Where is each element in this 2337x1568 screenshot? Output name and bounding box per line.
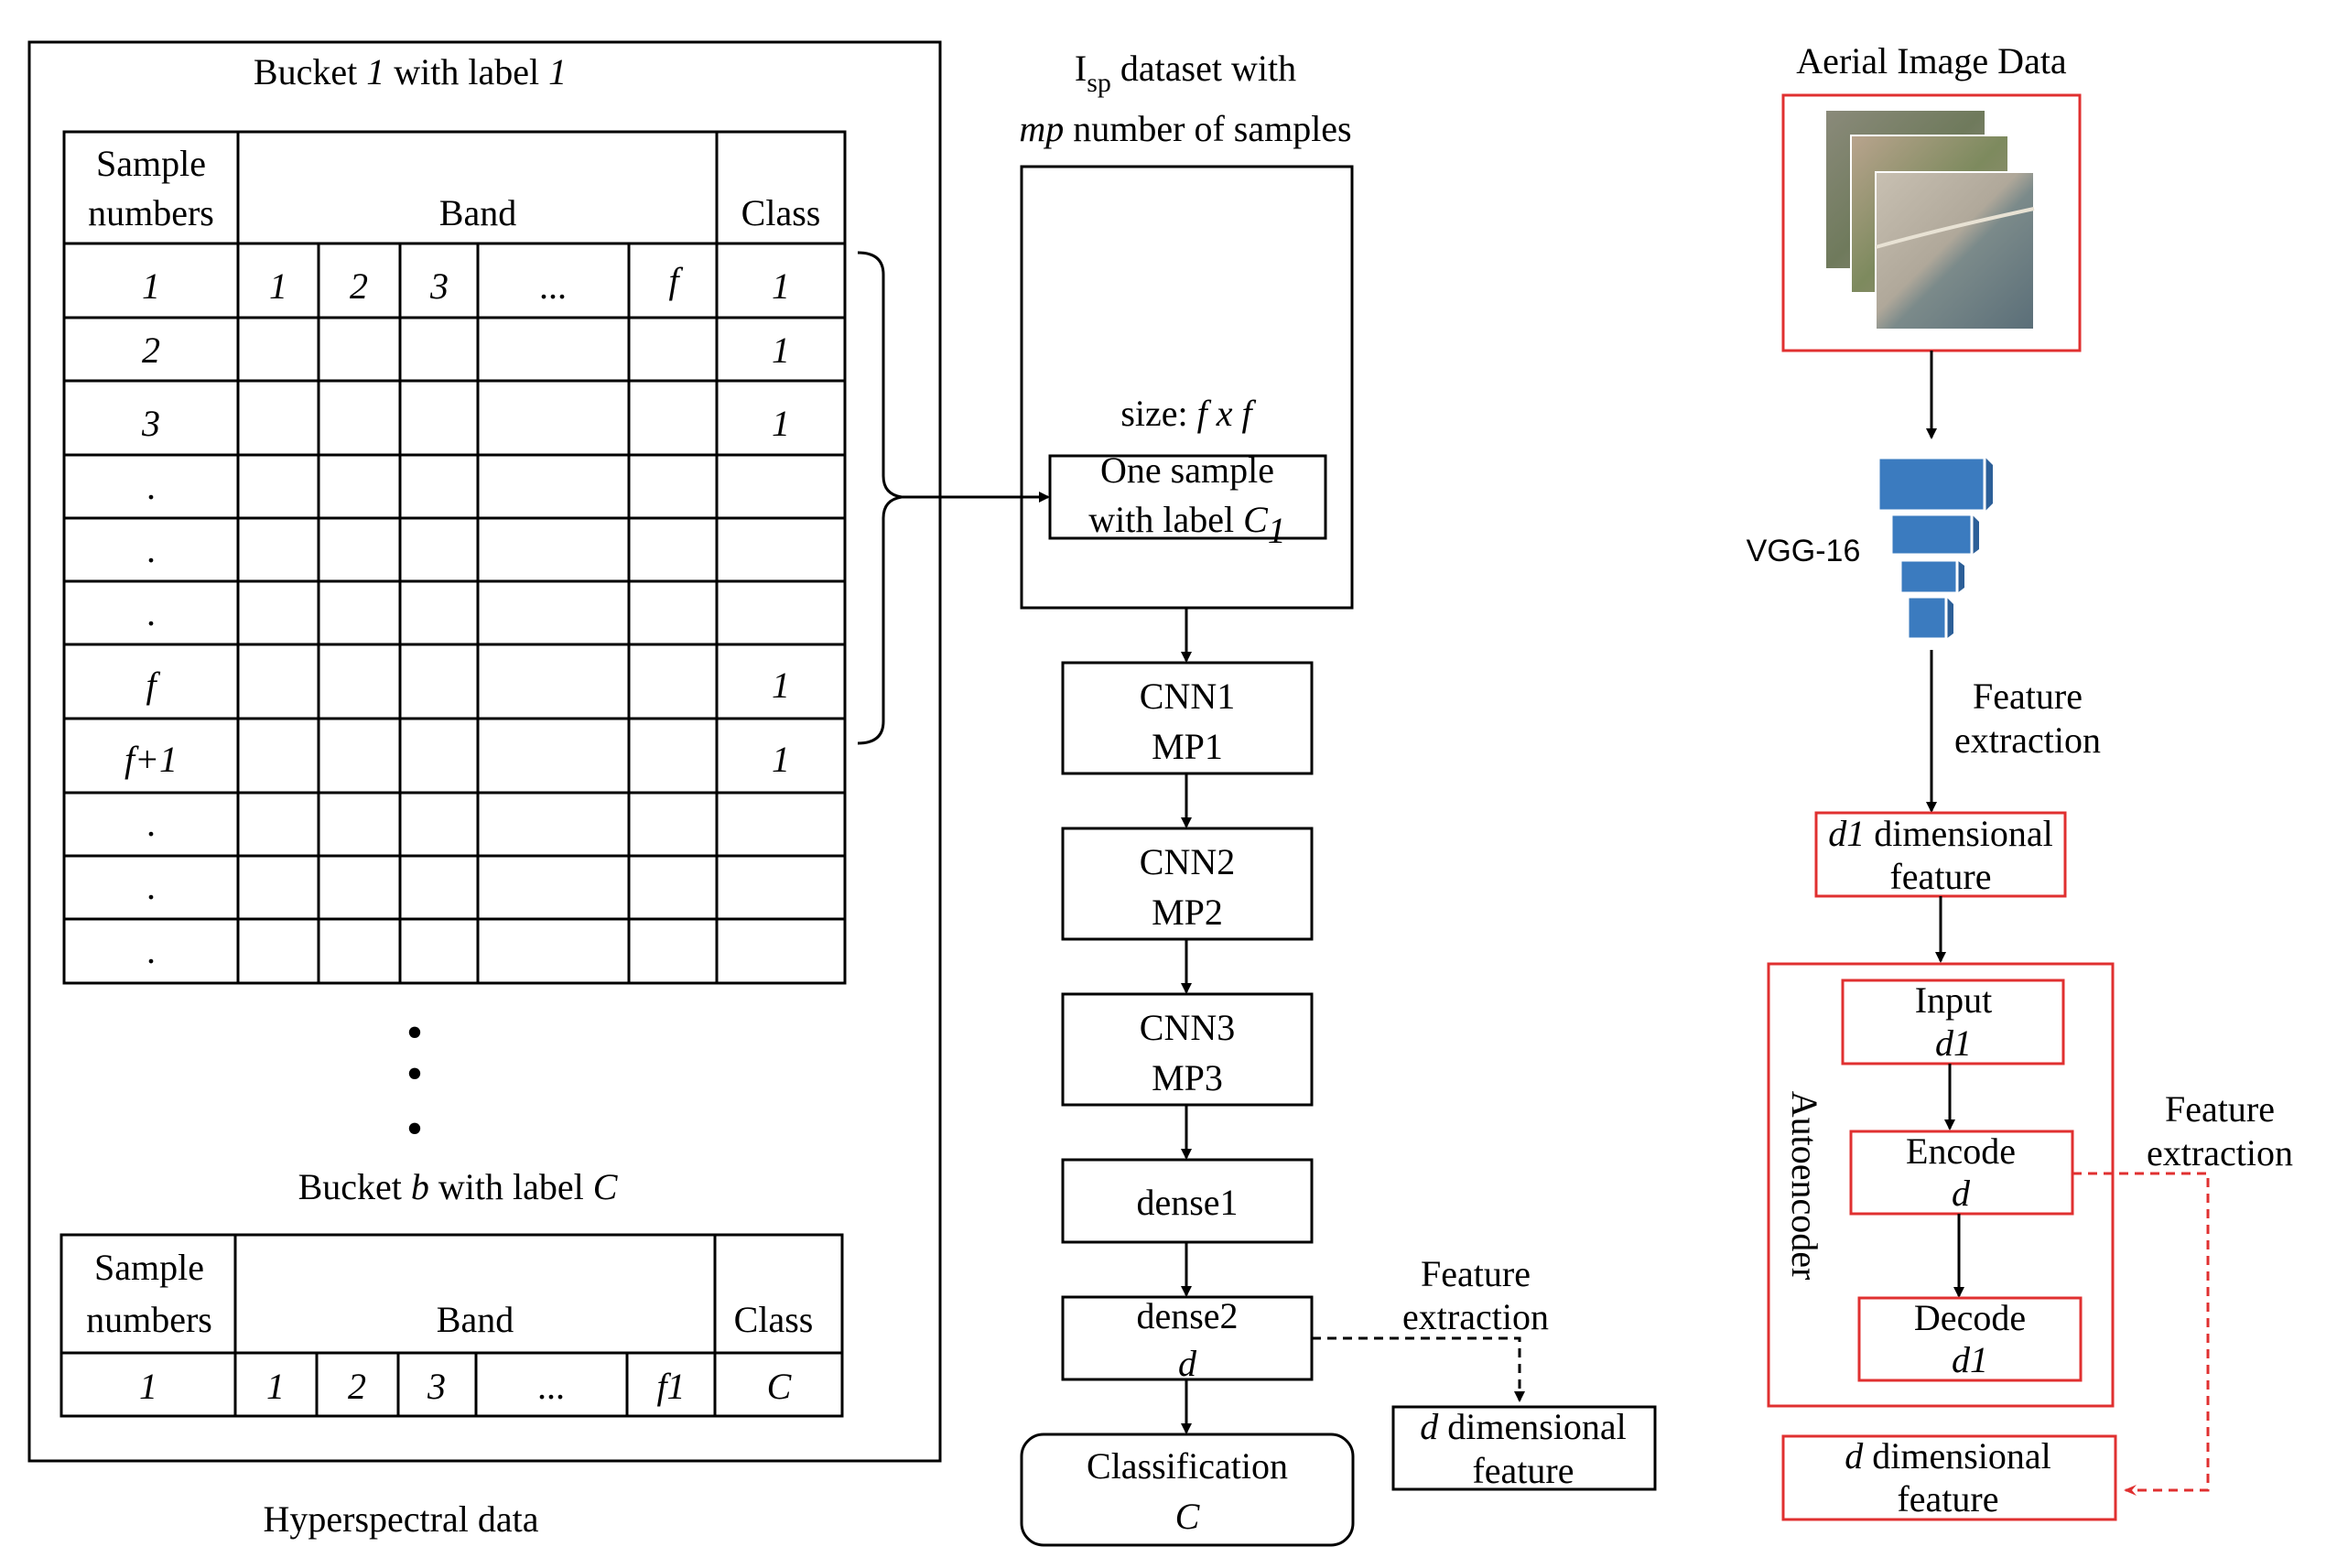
hyperspectral-outer-box <box>27 40 942 1463</box>
table2-header-sample-line2: numbers <box>86 1299 212 1340</box>
vertical-ellipsis-dot: • <box>406 1103 423 1155</box>
vgg16-icon <box>1877 456 1993 641</box>
classification-label: Classification <box>1087 1445 1288 1487</box>
table1-sample-cell: f <box>146 665 160 706</box>
table1-header-band: Band <box>439 192 516 233</box>
table2-header-sample-line1: Sample <box>94 1247 204 1288</box>
sample-group-brace <box>857 251 903 745</box>
cnn3-label: CNN3 <box>1140 1007 1235 1048</box>
bucket1-table <box>62 130 847 985</box>
table1-sample-cell: . <box>146 466 156 507</box>
mp1-label: MP1 <box>1152 726 1223 767</box>
table1-band-cell-ellipsis: ... <box>539 265 567 307</box>
ae-d-feature-line2: feature <box>1897 1478 1998 1519</box>
one-sample-line1: One sample <box>1100 449 1274 491</box>
vgg16-label: VGG-16 <box>1747 534 1861 568</box>
table2-cell: 1 <box>139 1366 157 1407</box>
table2-cell: 2 <box>348 1366 366 1407</box>
ae-feature-extraction-line1: Feature <box>2165 1088 2275 1130</box>
table1-header-sample-line2: numbers <box>88 192 214 233</box>
classification-class: C <box>1175 1496 1201 1537</box>
cnn-d-feature-line2: feature <box>1472 1450 1574 1491</box>
ae-decode-box <box>1857 1296 2083 1382</box>
dataset-title-line2: mp number of samples <box>1019 108 1351 149</box>
ae-input-dim: d1 <box>1935 1022 1972 1064</box>
table1-sample-cell: . <box>146 592 156 633</box>
mp2-label: MP2 <box>1152 892 1223 933</box>
table1-class-cell: 1 <box>772 265 790 307</box>
cnn-d-feature-box <box>1391 1405 1657 1491</box>
dataset-title-line1: Isp dataset with <box>1075 48 1296 98</box>
table1-sample-cell: f+1 <box>124 739 178 780</box>
table2-cell: C <box>767 1366 793 1407</box>
ae-decode-dim: d1 <box>1952 1339 1988 1380</box>
table1-class-cell: 1 <box>772 739 790 780</box>
table2-header-band: Band <box>437 1299 514 1340</box>
cnn2-label: CNN2 <box>1140 841 1235 882</box>
table1-band-cell-f: f <box>668 260 683 301</box>
cnn1-label: CNN1 <box>1140 676 1235 717</box>
table1-class-cell: 1 <box>772 665 790 706</box>
table1-class-cell: 1 <box>772 330 790 371</box>
ae-input-label: Input <box>1915 979 1992 1021</box>
cnn-feature-extraction-line2: extraction <box>1402 1296 1549 1337</box>
table1-band-cell-1: 1 <box>269 265 287 307</box>
dense1-label: dense1 <box>1136 1182 1238 1223</box>
table1-sample-cell: 1 <box>142 265 160 307</box>
ae-d-feature-box <box>1781 1434 2117 1521</box>
bucketb-title: Bucket b with label C <box>298 1166 619 1207</box>
ae-input-box <box>1841 979 2065 1065</box>
vertical-ellipsis-dot: • <box>406 1007 423 1059</box>
aerial-pipeline: Aerial Image Data VGG-16 Feature extract… <box>1747 40 2293 1521</box>
table1-sample-cell: 2 <box>142 330 160 371</box>
d1-feature-line2: feature <box>1889 856 1991 897</box>
autoencoder-label: Autoencoder <box>1784 1091 1825 1281</box>
table2-header-class: Class <box>734 1299 814 1340</box>
table1-sample-cell: 3 <box>141 403 160 444</box>
ae-decode-label: Decode <box>1914 1297 2026 1338</box>
table1-header-sample-line1: Sample <box>96 143 206 184</box>
ae-encode-dim: d <box>1952 1173 1971 1214</box>
table2-cell: 3 <box>427 1366 446 1407</box>
one-sample-box <box>1048 454 1327 540</box>
hyperspectral-caption: Hyperspectral data <box>264 1498 539 1540</box>
aerial-image-stack <box>1826 111 2035 330</box>
cnn-d-feature-line1: d dimensional <box>1420 1406 1627 1447</box>
table1-band-cell-2: 2 <box>350 265 368 307</box>
ae-encode-label: Encode <box>1906 1130 2016 1172</box>
vgg-feature-extraction-line1: Feature <box>1973 676 2083 717</box>
autoencoder-box <box>1767 962 2115 1408</box>
dataset-box <box>1020 165 1354 610</box>
table1-header-class: Class <box>741 192 821 233</box>
classification-box <box>1020 1433 1355 1547</box>
mp3-label: MP3 <box>1152 1057 1223 1098</box>
cnn-feature-extraction-line1: Feature <box>1421 1253 1531 1294</box>
dense2-dim: d <box>1178 1343 1197 1384</box>
vertical-ellipsis-dot: • <box>406 1048 423 1100</box>
d1-feature-line1: d1 dimensional <box>1828 813 2053 854</box>
vgg-feature-extraction-line2: extraction <box>1954 719 2101 761</box>
hyperspectral-section: Bucket 1 with label 1 Sample numbers Ban <box>27 40 1050 1540</box>
table2-cell: ... <box>537 1366 565 1407</box>
ae-d-feature-line1: d dimensional <box>1845 1435 2051 1476</box>
cnn-pipeline: Isp dataset with mp number of samples si… <box>1019 48 1657 1547</box>
table1-band-cell-3: 3 <box>429 265 449 307</box>
dense2-feature-extraction-arrow <box>1312 1336 1525 1402</box>
table1-class-cell: 1 <box>772 403 790 444</box>
one-sample-line2: with label C1 <box>1088 499 1286 551</box>
bucket1-title: Bucket 1 with label 1 <box>254 51 567 92</box>
table2-cell: f1 <box>656 1366 685 1407</box>
aerial-title: Aerial Image Data <box>1796 40 2067 81</box>
table1-sample-cell: . <box>146 529 156 570</box>
bucketb-table <box>60 1233 844 1418</box>
dense2-label: dense2 <box>1136 1295 1238 1336</box>
table1-sample-cell: . <box>146 930 156 971</box>
table1-sample-cell: . <box>146 803 156 844</box>
table2-cell: 1 <box>266 1366 285 1407</box>
encode-feature-extraction-arrow <box>2072 1172 2210 1496</box>
size-label: size: f x f <box>1120 393 1256 434</box>
table1-sample-cell: . <box>146 866 156 907</box>
ae-feature-extraction-line2: extraction <box>2147 1132 2293 1173</box>
